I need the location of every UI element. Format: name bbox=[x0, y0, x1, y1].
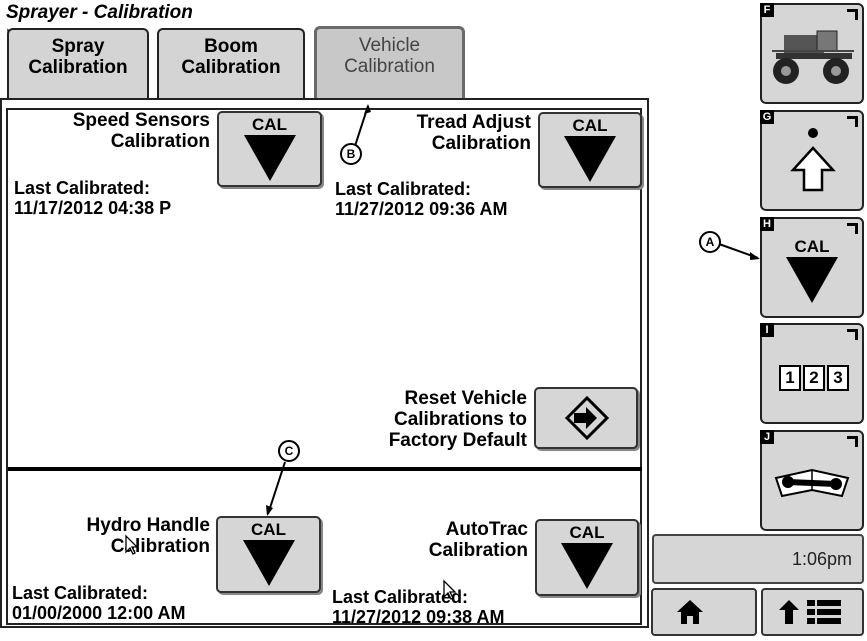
speed-sensors-label: Speed Sensors Calibration bbox=[20, 110, 210, 152]
last-calibrated-label: Last Calibrated: bbox=[14, 178, 151, 198]
menu-up-button[interactable] bbox=[761, 588, 864, 636]
speed-sensors-line1: Speed Sensors bbox=[72, 110, 210, 131]
clock-display: 1:06pm bbox=[652, 534, 864, 584]
reset-line3: Factory Default bbox=[388, 430, 527, 451]
speed-sensors-line2: Calibration bbox=[110, 131, 210, 152]
hydro-handle-line1: Hydro Handle bbox=[86, 515, 210, 536]
cal-text: CAL bbox=[572, 116, 608, 135]
cal-text: CAL bbox=[252, 115, 287, 134]
corner-mark bbox=[847, 436, 858, 447]
last-calibrated-value: 11/27/2012 09:36 AM bbox=[335, 199, 508, 219]
softkey-letter: H bbox=[760, 217, 774, 231]
softkey-i-numeric[interactable]: I 1 2 3 bbox=[760, 323, 864, 424]
numeric-entry-icon: 1 2 3 bbox=[779, 365, 849, 391]
callout-c: C bbox=[278, 440, 300, 462]
hydro-handle-label: Hydro Handle Calibration bbox=[30, 515, 210, 557]
autotrac-line2: Calibration bbox=[428, 540, 528, 561]
tab-label-line2: Calibration bbox=[28, 57, 128, 78]
softkey-j-service[interactable]: J bbox=[760, 430, 864, 531]
window-title: Sprayer - Calibration bbox=[6, 2, 193, 23]
softkey-letter: I bbox=[760, 323, 774, 337]
cal-text: CAL bbox=[794, 237, 830, 256]
digit-box: 3 bbox=[827, 365, 849, 391]
autotrac-line1: AutoTrac bbox=[445, 519, 528, 540]
reset-vehicle-label: Reset Vehicle Calibrations to Factory De… bbox=[330, 388, 527, 451]
last-calibrated-value: 11/27/2012 09:38 AM bbox=[332, 607, 505, 627]
cal-down-triangle-icon bbox=[561, 543, 613, 589]
manual-wrench-icon bbox=[774, 468, 850, 498]
up-list-icon bbox=[779, 600, 841, 624]
tread-adjust-label: Tread Adjust Calibration bbox=[340, 112, 531, 154]
reset-line1: Reset Vehicle bbox=[404, 388, 527, 409]
last-calibrated-label: Last Calibrated: bbox=[12, 583, 149, 603]
home-button[interactable] bbox=[651, 588, 757, 636]
cursor-icon bbox=[122, 532, 142, 561]
reset-line2: Calibrations to bbox=[393, 409, 527, 430]
tab-boom-calibration[interactable]: Boom Calibration bbox=[157, 28, 305, 98]
speed-sensors-cal-button[interactable]: CAL bbox=[217, 111, 322, 187]
up-arrow-icon bbox=[790, 128, 836, 192]
softkey-letter: F bbox=[760, 3, 774, 17]
cal-text: CAL bbox=[569, 523, 605, 542]
hydro-handle-line2: Calibration bbox=[110, 536, 210, 557]
tab-label-line2: Calibration bbox=[181, 57, 281, 78]
autotrac-last-calibrated: Last Calibrated: 11/27/2012 09:38 AM bbox=[332, 587, 504, 627]
speed-sensors-last-calibrated: Last Calibrated: 11/17/2012 04:38 P bbox=[14, 178, 171, 218]
digit-box: 1 bbox=[779, 365, 801, 391]
corner-mark bbox=[847, 223, 858, 234]
section-divider bbox=[8, 467, 642, 471]
softkey-h-cal[interactable]: H CAL bbox=[760, 217, 864, 318]
corner-mark bbox=[847, 329, 858, 340]
hydro-handle-cal-button[interactable]: CAL bbox=[216, 516, 321, 593]
tread-adjust-last-calibrated: Last Calibrated: 11/27/2012 09:36 AM bbox=[335, 179, 507, 219]
last-calibrated-value: 01/00/2000 12:00 AM bbox=[12, 603, 186, 623]
sprayer-machine-icon bbox=[772, 30, 854, 84]
arrow-right-icon bbox=[564, 395, 610, 441]
softkey-letter: J bbox=[760, 430, 774, 444]
last-calibrated-value: 11/17/2012 04:38 P bbox=[14, 198, 172, 218]
callout-b: B bbox=[340, 143, 362, 165]
reset-factory-default-button[interactable] bbox=[534, 387, 638, 449]
cal-text: CAL bbox=[251, 520, 286, 539]
cal-down-triangle-icon bbox=[786, 257, 838, 303]
callout-a: A bbox=[699, 231, 721, 253]
tab-label-line1: Vehicle bbox=[358, 35, 421, 56]
tab-label-line1: Spray bbox=[51, 36, 105, 57]
hydro-handle-last-calibrated: Last Calibrated: 01/00/2000 12:00 AM bbox=[12, 583, 185, 623]
cal-down-triangle-icon bbox=[243, 135, 296, 181]
softkey-g-up[interactable]: G bbox=[760, 110, 864, 211]
tread-adjust-line2: Calibration bbox=[431, 133, 531, 154]
softkey-letter: G bbox=[760, 110, 774, 124]
cal-down-triangle-icon bbox=[242, 540, 295, 586]
tab-vehicle-calibration[interactable]: Vehicle Calibration bbox=[314, 26, 465, 102]
digit-box: 2 bbox=[803, 365, 825, 391]
tab-spray-calibration[interactable]: Spray Calibration bbox=[7, 28, 149, 98]
tread-adjust-cal-button[interactable]: CAL bbox=[538, 112, 642, 188]
home-icon bbox=[677, 600, 703, 624]
cal-down-triangle-icon bbox=[564, 136, 616, 182]
softkey-f-machine[interactable]: F bbox=[760, 3, 864, 104]
tab-label-line2: Calibration bbox=[344, 56, 435, 77]
autotrac-cal-button[interactable]: CAL bbox=[535, 519, 639, 596]
cursor-icon bbox=[440, 577, 460, 606]
corner-mark bbox=[847, 116, 858, 127]
last-calibrated-label: Last Calibrated: bbox=[335, 179, 472, 199]
tab-label-line1: Boom bbox=[204, 36, 258, 57]
tread-adjust-line1: Tread Adjust bbox=[416, 112, 531, 133]
last-calibrated-label: Last Calibrated: bbox=[332, 587, 469, 607]
corner-mark bbox=[847, 9, 858, 20]
autotrac-label: AutoTrac Calibration bbox=[340, 519, 528, 561]
